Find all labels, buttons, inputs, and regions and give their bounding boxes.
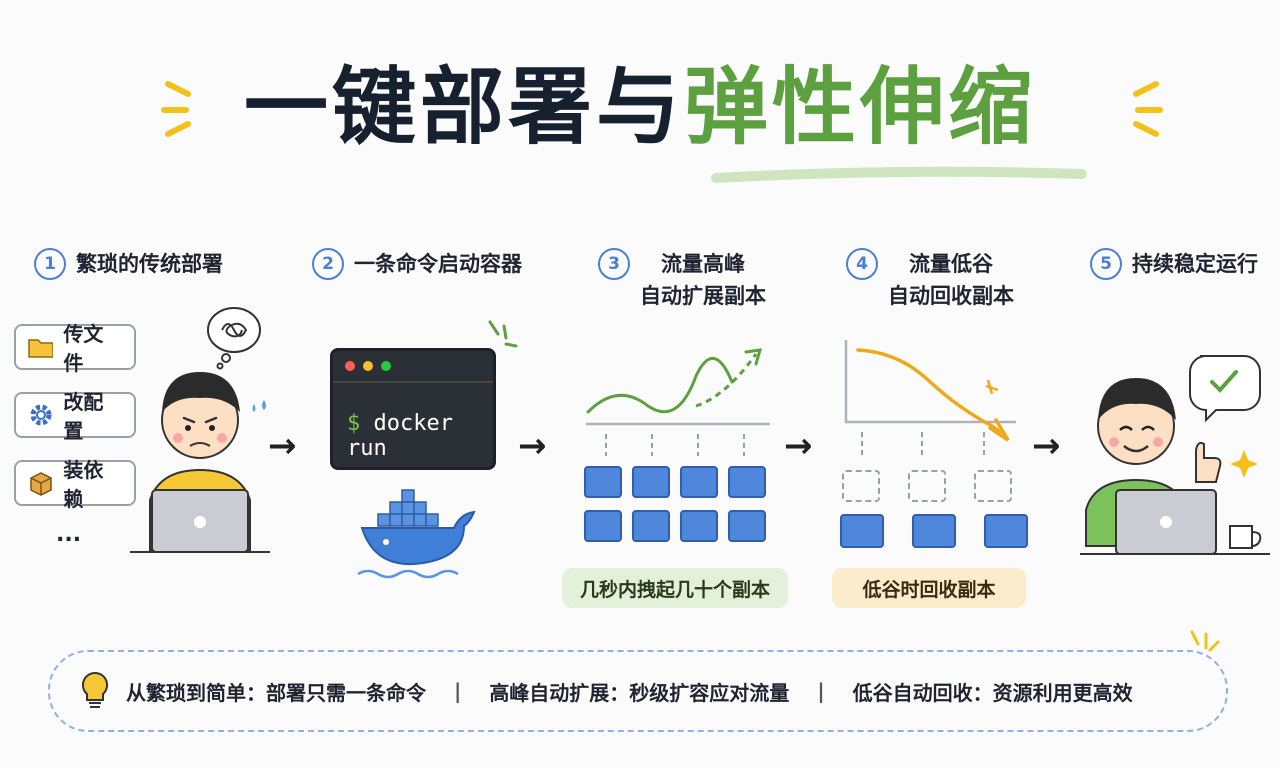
container-replica — [632, 466, 670, 498]
container-replica — [984, 514, 1028, 548]
footer-separator: | — [817, 679, 825, 703]
terminal-window: $ docker run — [330, 348, 496, 470]
docker-whale-icon — [357, 489, 476, 579]
lightbulb-icon — [81, 671, 109, 708]
step-2-number: 2 — [312, 248, 344, 280]
step-1-label: 繁琐的传统部署 — [76, 252, 223, 276]
container-replica-removed — [974, 470, 1012, 502]
footer-separator: | — [454, 679, 462, 703]
stressed-developer-illustration — [130, 307, 270, 553]
step-4-header: 4 流量低谷 自动回收副本 — [846, 248, 1014, 312]
terminal-titlebar — [333, 351, 493, 383]
package-icon — [30, 472, 52, 496]
step-5-number: 5 — [1090, 248, 1122, 280]
container-replica — [680, 510, 718, 542]
replica-grid-up — [584, 466, 766, 542]
container-replica — [584, 466, 622, 498]
task-bubble-upload: 传文件 — [14, 322, 136, 375]
footer-item-simple: 从繁琐到简单：部署只需一条命令 — [126, 680, 426, 705]
title-part-1: 一键部署与 — [243, 58, 684, 156]
task-bubble-deps: 装依赖 — [14, 458, 136, 511]
page-title: 一键部署与弹性伸缩 — [0, 52, 1280, 162]
title-underline — [711, 166, 1087, 183]
container-replica — [680, 466, 718, 498]
container-replica-removed — [908, 470, 946, 502]
footer-spark-icon — [1190, 630, 1220, 652]
traffic-peak-curve — [586, 348, 770, 456]
terminal-command-text: docker run — [347, 411, 453, 461]
arrow-right-icon: → — [268, 426, 297, 466]
terminal-close-icon — [345, 361, 355, 371]
terminal-spark-icon — [488, 320, 518, 348]
step-5-header: 5 持续稳定运行 — [1090, 248, 1258, 280]
container-replica — [840, 514, 884, 548]
container-replica — [584, 510, 622, 542]
container-replica — [728, 466, 766, 498]
terminal-command: $ docker run — [333, 383, 493, 461]
task-label: 装依赖 — [63, 458, 104, 511]
footer-item-scale-down: 低谷自动回收：资源利用更高效 — [852, 680, 1133, 705]
terminal-maximize-icon — [381, 361, 391, 371]
container-replica — [912, 514, 956, 548]
replica-row-down — [840, 514, 1028, 548]
step-3-label: 流量高峰 自动扩展副本 — [640, 252, 766, 308]
terminal-minimize-icon — [363, 361, 373, 371]
step-3-number: 3 — [598, 248, 630, 280]
traffic-valley-curve — [844, 340, 1016, 458]
summary-footer: 从繁琐到简单：部署只需一条命令 | 高峰自动扩展：秒级扩容应对流量 | 低谷自动… — [48, 650, 1228, 732]
step-1-header: 1 繁琐的传统部署 — [34, 248, 223, 280]
footer-item-scale-up: 高峰自动扩展：秒级扩容应对流量 — [489, 680, 790, 705]
step-4-number: 4 — [846, 248, 878, 280]
step-2-label: 一条命令启动容器 — [354, 252, 522, 276]
step-2-header: 2 一条命令启动容器 — [312, 248, 522, 280]
happy-developer-illustration — [1080, 355, 1270, 555]
step-5-label: 持续稳定运行 — [1132, 252, 1258, 276]
sparkle-right-icon — [1133, 81, 1163, 137]
scale-up-label: 几秒内拽起几十个副本 — [562, 568, 788, 608]
container-replica — [728, 510, 766, 542]
sparkle-left-icon — [161, 81, 191, 137]
task-label: 改配置 — [63, 390, 104, 443]
title-part-2: 弹性伸缩 — [684, 58, 1037, 156]
container-replica — [632, 510, 670, 542]
task-bubble-config: 改配置 — [14, 390, 136, 443]
terminal-prompt: $ — [347, 411, 361, 436]
gear-icon — [30, 404, 52, 426]
replica-ghost-row — [842, 470, 1012, 502]
step-3-header: 3 流量高峰 自动扩展副本 — [598, 248, 766, 312]
arrow-right-icon: → — [518, 426, 547, 466]
task-label: 传文件 — [63, 322, 104, 375]
folder-icon — [28, 339, 54, 358]
container-replica-removed — [842, 470, 880, 502]
scale-down-label: 低谷时回收副本 — [832, 568, 1026, 608]
step-4-label: 流量低谷 自动回收副本 — [888, 252, 1014, 308]
arrow-right-icon: → — [1032, 426, 1061, 466]
step-1-number: 1 — [34, 248, 66, 280]
arrow-right-icon: → — [784, 426, 813, 466]
task-more-ellipsis: ... — [56, 522, 82, 547]
